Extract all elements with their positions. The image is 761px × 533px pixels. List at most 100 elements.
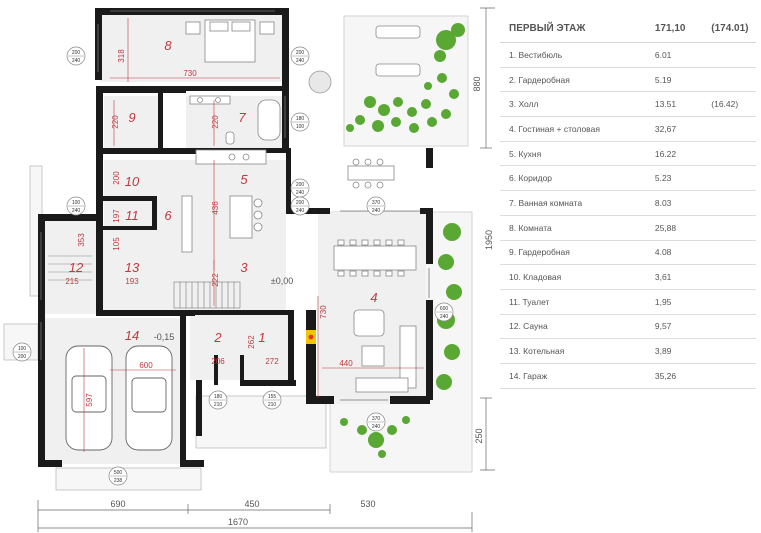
dim-436: 436 <box>211 201 220 215</box>
legend-row: 2. Гардеробная 5.19 <box>500 68 756 93</box>
dim-730-living: 730 <box>319 305 328 319</box>
svg-text:240: 240 <box>296 190 305 196</box>
room-number-4: 4 <box>370 290 377 305</box>
opening-tag: 500 238 <box>108 466 128 486</box>
room-name: 12. Сауна <box>509 321 548 332</box>
svg-text:600: 600 <box>440 306 449 312</box>
room-number-12: 12 <box>69 260 84 275</box>
room-area: 16.22 <box>654 148 677 159</box>
dim-318: 318 <box>117 49 126 63</box>
room-number-3: 3 <box>240 260 248 275</box>
svg-text:180: 180 <box>214 394 223 400</box>
room-number-13: 13 <box>125 260 140 275</box>
total-area: 171,10 <box>654 22 686 34</box>
outer-dim-1670: 1670 <box>228 517 248 527</box>
room-number-2: 2 <box>213 330 222 345</box>
room-area: 1,95 <box>654 296 672 307</box>
opening-tag: 180 100 <box>290 112 310 132</box>
room-name: 4. Гостиная + столовая <box>509 123 600 134</box>
room-number-5: 5 <box>240 172 248 187</box>
opening-tag: 370 240 <box>366 412 386 432</box>
dim-597: 597 <box>85 393 94 407</box>
room-name: 1. Вестибюль <box>509 49 563 60</box>
living-furniture <box>353 309 417 393</box>
bathroom-fixtures <box>189 95 281 145</box>
outer-dim-880: 880 <box>472 76 482 91</box>
room-name: 11. Туалет <box>509 296 550 307</box>
svg-text:200: 200 <box>296 182 305 188</box>
fireplace-flame <box>308 334 314 340</box>
dim-272: 272 <box>265 357 279 366</box>
room-name: 3. Холл <box>509 99 539 110</box>
room-number-10: 10 <box>125 174 140 189</box>
dim-220-wardrobe: 220 <box>111 115 120 129</box>
legend-row: 11. Туалет 1,95 <box>500 290 756 315</box>
room-number-9: 9 <box>128 110 135 125</box>
room-area-legend: ПЕРВЫЙ ЭТАЖ 171,10 (174.01) 1. Вестибюль… <box>500 14 756 389</box>
legend-row: 14. Гараж 35,26 <box>500 364 756 389</box>
room-name: 8. Комната <box>509 222 552 233</box>
legend-row: 7. Ванная комната 8.03 <box>500 191 756 216</box>
trees <box>340 23 465 458</box>
svg-text:100: 100 <box>18 346 27 352</box>
legend-row: 4. Гостиная + столовая 32,67 <box>500 117 756 142</box>
dining-table <box>333 239 417 277</box>
bed <box>185 19 275 63</box>
room-number-7: 7 <box>238 110 246 125</box>
room-number-6: 6 <box>164 208 172 223</box>
dimension-lines <box>37 7 495 532</box>
svg-text:370: 370 <box>372 200 381 206</box>
legend-row: 12. Сауна 9,57 <box>500 315 756 340</box>
room-area: 13.51 <box>654 99 677 110</box>
svg-text:210: 210 <box>214 402 223 408</box>
outer-dim-530: 530 <box>360 499 375 509</box>
room-area: 25,88 <box>654 222 677 233</box>
floor-plan: 880 1950 250 690 450 530 1670 318 730 22… <box>3 7 495 532</box>
dim-262: 262 <box>247 335 256 349</box>
room-number-11: 11 <box>125 208 139 223</box>
svg-text:200: 200 <box>18 354 27 360</box>
dim-600: 600 <box>139 361 153 370</box>
svg-text:240: 240 <box>296 208 305 214</box>
opening-tag: 200 240 <box>290 178 310 198</box>
dim-730: 730 <box>183 69 197 78</box>
outdoor-furniture <box>347 25 421 189</box>
svg-text:200: 200 <box>296 200 305 206</box>
room-number-8: 8 <box>164 38 172 53</box>
outer-dim-450: 450 <box>244 499 259 509</box>
svg-text:200: 200 <box>296 50 305 56</box>
dim-105: 105 <box>112 237 121 251</box>
room-name: 7. Ванная комната <box>509 197 583 208</box>
svg-text:370: 370 <box>372 416 381 422</box>
room-area: 8.03 <box>654 197 672 208</box>
dim-220-bath: 220 <box>211 115 220 129</box>
svg-text:500: 500 <box>114 470 123 476</box>
svg-text:240: 240 <box>72 58 81 64</box>
opening-tag: 100 240 <box>66 196 86 216</box>
opening-tag: 100 200 <box>12 342 32 362</box>
legend-row: 9. Гардеробная 4.08 <box>500 241 756 266</box>
inner-dimension-lines <box>83 18 424 452</box>
opening-tag: 200 240 <box>290 46 310 66</box>
dim-215: 215 <box>65 277 79 286</box>
svg-text:210: 210 <box>268 402 277 408</box>
windows <box>40 10 430 401</box>
opening-tag: 155 210 <box>262 390 282 410</box>
room-name: 5. Кухня <box>509 148 542 159</box>
dim-353: 353 <box>77 233 86 247</box>
room-area: 3,89 <box>654 346 672 357</box>
opening-tag: 370 240 <box>366 196 386 216</box>
room-name: 2. Гардеробная <box>509 74 570 85</box>
room-name: 6. Коридор <box>509 173 553 184</box>
stairs <box>173 281 241 309</box>
room-area: 4.08 <box>654 247 672 258</box>
room-area: 35,26 <box>654 370 677 381</box>
opening-tag: 200 240 <box>290 196 310 216</box>
legend-row: 6. Коридор 5.23 <box>500 166 756 192</box>
legend-row: 3. Холл 13.51 (16.42) <box>500 92 756 118</box>
opening-tag: 200 240 <box>66 46 86 66</box>
svg-text:100: 100 <box>296 124 305 130</box>
room-number-14: 14 <box>125 328 139 343</box>
outer-dim-1950: 1950 <box>484 230 494 250</box>
total-area-alt: (174.01) <box>711 22 749 34</box>
